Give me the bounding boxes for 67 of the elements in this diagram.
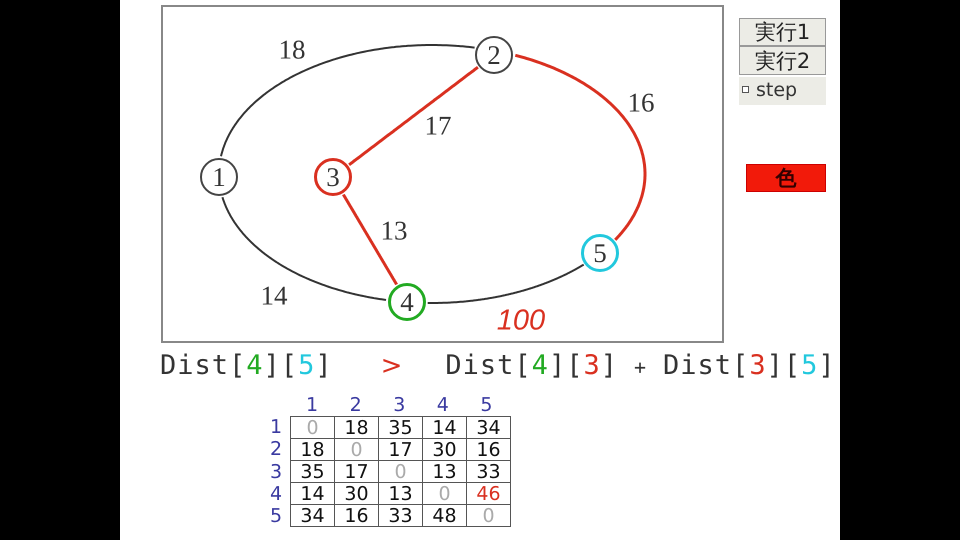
index-number: 3 — [749, 350, 767, 382]
connector-line — [220, 44, 475, 156]
table-cell: 30 — [334, 482, 378, 504]
formula-text: ][ — [548, 350, 584, 382]
index-number: 4 — [246, 350, 264, 382]
table-cell: 35 — [290, 460, 334, 482]
index-number: 4 — [532, 350, 549, 382]
table-cell: 13 — [422, 460, 466, 482]
column-header: 1 — [306, 396, 318, 415]
table-cell: 0 — [422, 482, 466, 504]
column-header: 5 — [480, 396, 492, 415]
column-header: 4 — [436, 396, 449, 415]
table-cell: 17 — [378, 438, 422, 460]
table-cell: 48 — [422, 504, 466, 526]
table-cell: 18 — [334, 416, 378, 438]
table-cell: 33 — [378, 504, 422, 526]
table-cell: 14 — [422, 416, 466, 438]
formula-text: ] — [818, 350, 836, 382]
table-cell: 16 — [334, 504, 378, 526]
row-header: 2 — [270, 440, 282, 460]
table-cell: 0 — [378, 460, 422, 482]
table-cell: 18 — [290, 438, 334, 460]
button: 実行1 — [739, 18, 826, 46]
node-circle: 2 — [475, 36, 513, 74]
column-header: 2 — [350, 396, 362, 415]
connector-line — [348, 66, 479, 166]
operator-sign: + — [634, 355, 648, 379]
formula-text: Dist[ — [663, 350, 750, 382]
node-circle: 1 — [200, 158, 238, 196]
row-header: 4 — [270, 484, 282, 504]
formula-text: ][ — [766, 350, 802, 382]
formula-text: Dist[ — [160, 350, 246, 382]
node-circle: 5 — [581, 234, 619, 272]
index-number: 3 — [583, 350, 601, 382]
connector-line — [342, 194, 398, 286]
connector-line — [428, 264, 584, 304]
formula-text: Dist[ — [445, 350, 532, 382]
checkbox-label: step — [756, 79, 798, 101]
table-cell: 13 — [378, 482, 422, 504]
comparison-sign: > — [380, 351, 404, 382]
index-number: 5 — [801, 350, 818, 382]
table-cell: 30 — [422, 438, 466, 460]
connector-line — [514, 54, 646, 241]
table-cell: 35 — [378, 416, 422, 438]
table-cell: 14 — [290, 482, 334, 504]
table-cell: 34 — [290, 504, 334, 526]
table-cell: 0 — [334, 438, 378, 460]
button: 実行2 — [739, 46, 826, 75]
node-circle: 3 — [314, 158, 352, 196]
index-number: 5 — [298, 350, 316, 382]
connector-line — [222, 196, 386, 301]
formula-text: ] — [315, 350, 333, 382]
formula-text: ][ — [264, 350, 298, 382]
formula-text: ] — [600, 350, 618, 382]
table-cell: 33 — [466, 460, 510, 482]
column-header: 3 — [393, 396, 406, 415]
node-circle: 4 — [388, 283, 426, 321]
table-cell: 46 — [466, 482, 510, 504]
table-cell: 34 — [466, 416, 510, 438]
row-header: 1 — [270, 418, 282, 437]
table-cell: 17 — [334, 460, 378, 482]
table-cell: 0 — [466, 504, 510, 526]
row-header: 3 — [270, 462, 282, 482]
row-header: 5 — [270, 507, 282, 526]
table-cell: 0 — [290, 416, 334, 438]
color-button: 色 — [746, 164, 826, 192]
table-cell: 16 — [466, 438, 510, 460]
